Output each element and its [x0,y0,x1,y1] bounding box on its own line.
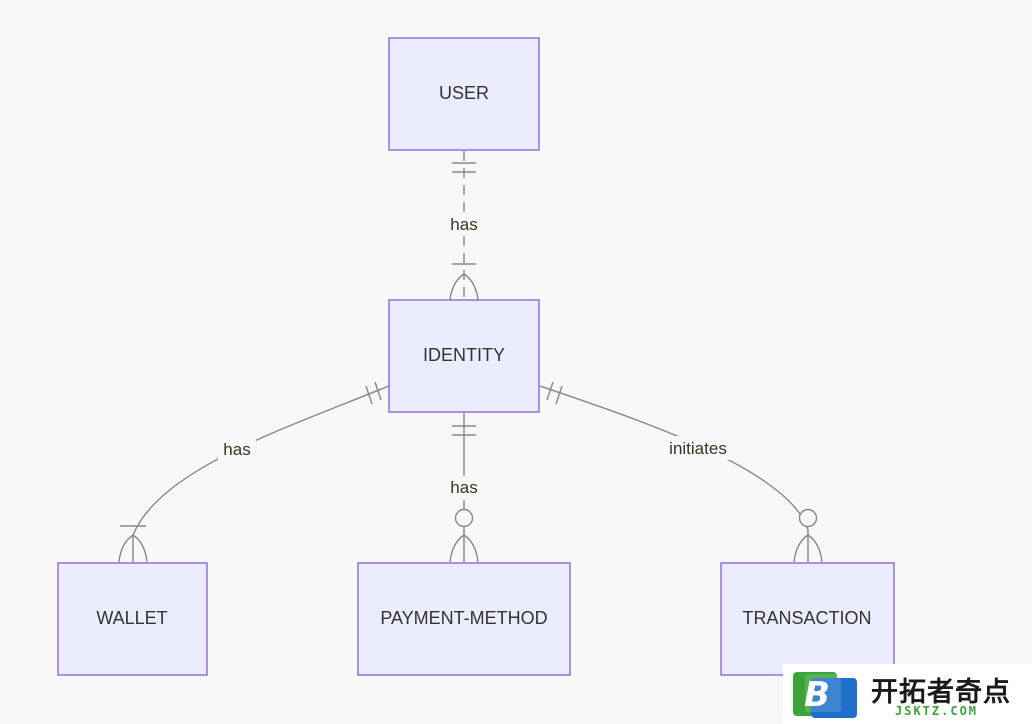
entity-name: TRANSACTION [742,608,871,628]
relationship-identity-wallet: has [118,381,390,563]
cardinality-many-mark [793,534,823,563]
entity-box [720,562,895,676]
watermark: B 开拓者奇点 JSKTZ.COM [783,664,1032,724]
relationship-line [132,385,390,562]
cardinality-one-mark [365,385,373,405]
entity-box [388,299,540,413]
entity-transaction: TRANSACTION [720,562,895,676]
cardinality-many-mark [449,273,479,301]
relationship-identity-transaction: initiates [539,381,823,563]
watermark-text-en: JSKTZ.COM [895,704,979,718]
entity-wallet: WALLET [57,562,208,676]
cardinality-one-mark [555,385,563,405]
watermark-logo: B [793,672,857,718]
entity-box [57,562,208,676]
relationship-label: has [223,440,250,459]
relationship-label: has [450,215,477,234]
cardinality-zero-mark [798,508,818,528]
entity-name: USER [439,83,489,103]
cardinality-many-mark [118,534,148,563]
entity-user: USER [388,37,540,151]
relationship-label: has [450,478,477,497]
relationship-identity-payment-method: has [446,413,482,563]
entity-name: IDENTITY [423,345,505,365]
cardinality-one-mark [374,381,382,401]
cardinality-zero-mark [454,508,474,528]
entity-name: WALLET [96,608,167,628]
relationship-user-identity: has [446,151,482,301]
entity-name: PAYMENT-METHOD [380,608,547,628]
entity-identity: IDENTITY [388,299,540,413]
watermark-text-cn: 开拓者奇点 [871,677,1011,708]
entity-payment-method: PAYMENT-METHOD [357,562,571,676]
entity-box [388,37,540,151]
cardinality-one-mark [546,381,554,401]
entity-box [357,562,571,676]
watermark-logo-letter: B [804,675,830,715]
relationship-label: initiates [669,439,727,458]
relationship-line [539,385,809,562]
cardinality-many-mark [449,534,479,563]
